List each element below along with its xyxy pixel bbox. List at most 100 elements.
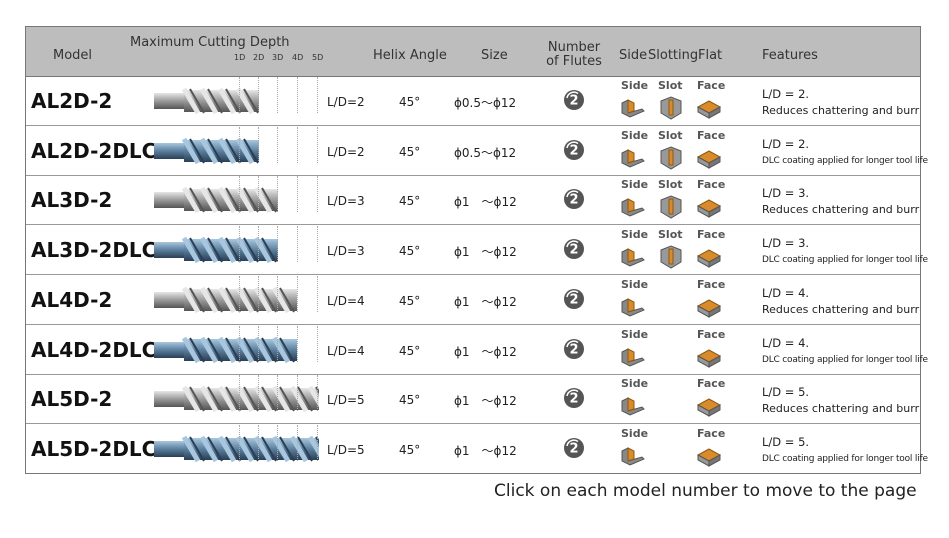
ld-ratio: L/D=4: [327, 293, 365, 308]
two-flute-icon: 2: [564, 239, 584, 260]
feature-ld: L/D = 5.: [762, 434, 810, 449]
face-caption: Face: [697, 79, 726, 92]
depth-guide-line: [277, 424, 278, 461]
depth-guide-line: [317, 424, 318, 461]
depth-guide-line: [258, 275, 259, 312]
side-cut-icon: [621, 347, 645, 367]
depth-guide-line: [277, 77, 278, 113]
header-flutes: Number of Flutes: [541, 41, 607, 69]
depth-guide-line: [297, 325, 298, 362]
product-table: Model Maximum Cutting Depth 1D 2D 3D 4D …: [25, 26, 928, 474]
flute-count: 2: [569, 143, 578, 158]
depth-guide-line: [317, 226, 318, 263]
size-range: ϕ1 ～ϕ12: [454, 394, 517, 409]
slot-caption: Slot: [658, 228, 683, 242]
two-flute-icon: 2: [564, 139, 584, 160]
depth-label-2d: 2D: [253, 53, 265, 62]
depth-guide-line: [258, 226, 259, 263]
depth-guide-line: [297, 176, 298, 213]
face-cut-icon: [696, 199, 722, 219]
face-cut-icon: [696, 299, 722, 318]
depth-guide-line: [239, 226, 240, 263]
depth-guide-line: [317, 325, 318, 362]
end-mill-image: [154, 137, 259, 164]
helix-angle: 45°: [399, 393, 421, 408]
helix-angle: 45°: [399, 293, 421, 308]
flute-count: 2: [569, 243, 578, 258]
flute-count: 2: [569, 94, 578, 109]
side-caption: Side: [621, 377, 649, 391]
size-range: ϕ1 ～ϕ12: [454, 245, 517, 260]
size-range: ϕ1 ～ϕ12: [454, 344, 517, 359]
end-mill-image: [154, 286, 297, 314]
ld-ratio: L/D=4: [327, 343, 365, 358]
end-mill-image: [154, 435, 319, 463]
face-caption: Face: [697, 277, 726, 291]
depth-guide-line: [277, 226, 278, 263]
helix-angle: 45°: [399, 442, 421, 457]
ld-ratio: L/D=5: [327, 393, 365, 408]
model-link[interactable]: AL3D-2: [31, 188, 113, 213]
helix-angle: 45°: [399, 343, 421, 358]
feature-description: Reduces chattering and burr: [762, 302, 920, 316]
flute-count: 2: [569, 441, 578, 456]
depth-guide-line: [297, 424, 298, 461]
depth-guide-line: [277, 176, 278, 213]
depth-guide-line: [239, 126, 240, 163]
depth-guide-line: [277, 325, 278, 362]
depth-guide-line: [239, 77, 240, 113]
depth-guide-line: [239, 325, 240, 362]
helix-angle: 45°: [399, 244, 421, 259]
depth-guide-line: [239, 176, 240, 213]
depth-guide-line: [317, 375, 318, 412]
face-cut-icon: [696, 348, 722, 368]
feature-ld: L/D = 3.: [762, 236, 810, 251]
model-link[interactable]: AL5D-2DLC: [31, 436, 157, 461]
model-link[interactable]: AL5D-2: [31, 387, 113, 412]
header-features: Features: [762, 48, 818, 63]
size-range: ϕ0.5～ϕ12: [454, 96, 517, 110]
slot-cut-icon: [660, 96, 682, 120]
feature-description: Reduces chattering and burr: [762, 104, 920, 117]
header-max-depth: Maximum Cutting Depth: [130, 35, 290, 50]
model-link[interactable]: AL3D-2DLC: [31, 238, 157, 263]
depth-guide-line: [277, 275, 278, 312]
face-caption: Face: [697, 178, 726, 192]
slot-caption: Slot: [658, 178, 683, 192]
header-flutes-line1: Number: [547, 40, 601, 55]
side-caption: Side: [621, 426, 649, 440]
model-link[interactable]: AL4D-2: [31, 287, 113, 312]
depth-guide-line: [297, 226, 298, 263]
side-cut-icon: [621, 397, 645, 416]
feature-ld: L/D = 2.: [762, 87, 810, 101]
side-caption: Side: [621, 128, 649, 142]
slot-caption: Slot: [658, 128, 683, 142]
depth-guide-line: [239, 375, 240, 412]
depth-guide-line: [277, 126, 278, 163]
model-link[interactable]: AL2D-2: [31, 89, 113, 113]
feature-ld: L/D = 5.: [762, 385, 810, 400]
two-flute-icon: 2: [564, 288, 584, 309]
slot-caption: Slot: [658, 79, 683, 92]
side-caption: Side: [621, 79, 649, 92]
helix-angle: 45°: [399, 194, 421, 209]
model-link[interactable]: AL2D-2DLC: [31, 138, 157, 163]
flute-count: 2: [569, 292, 578, 307]
two-flute-icon: 2: [564, 437, 584, 458]
header-helix: Helix Angle: [373, 48, 447, 63]
model-link[interactable]: AL4D-2DLC: [31, 337, 157, 362]
header-flutes-line2: of Flutes: [546, 54, 602, 69]
header-slotting: Slotting: [648, 48, 699, 63]
size-range: ϕ0.5～ϕ12: [454, 145, 517, 160]
depth-guide-line: [258, 77, 259, 113]
side-cut-icon: [621, 447, 645, 466]
side-cut-icon: [621, 248, 645, 267]
feature-description: DLC coating applied for longer tool life: [762, 255, 928, 266]
size-range: ϕ1 ～ϕ12: [454, 443, 517, 458]
ld-ratio: L/D=2: [327, 95, 365, 109]
side-cut-icon: [621, 297, 645, 317]
feature-ld: L/D = 4.: [762, 335, 810, 350]
